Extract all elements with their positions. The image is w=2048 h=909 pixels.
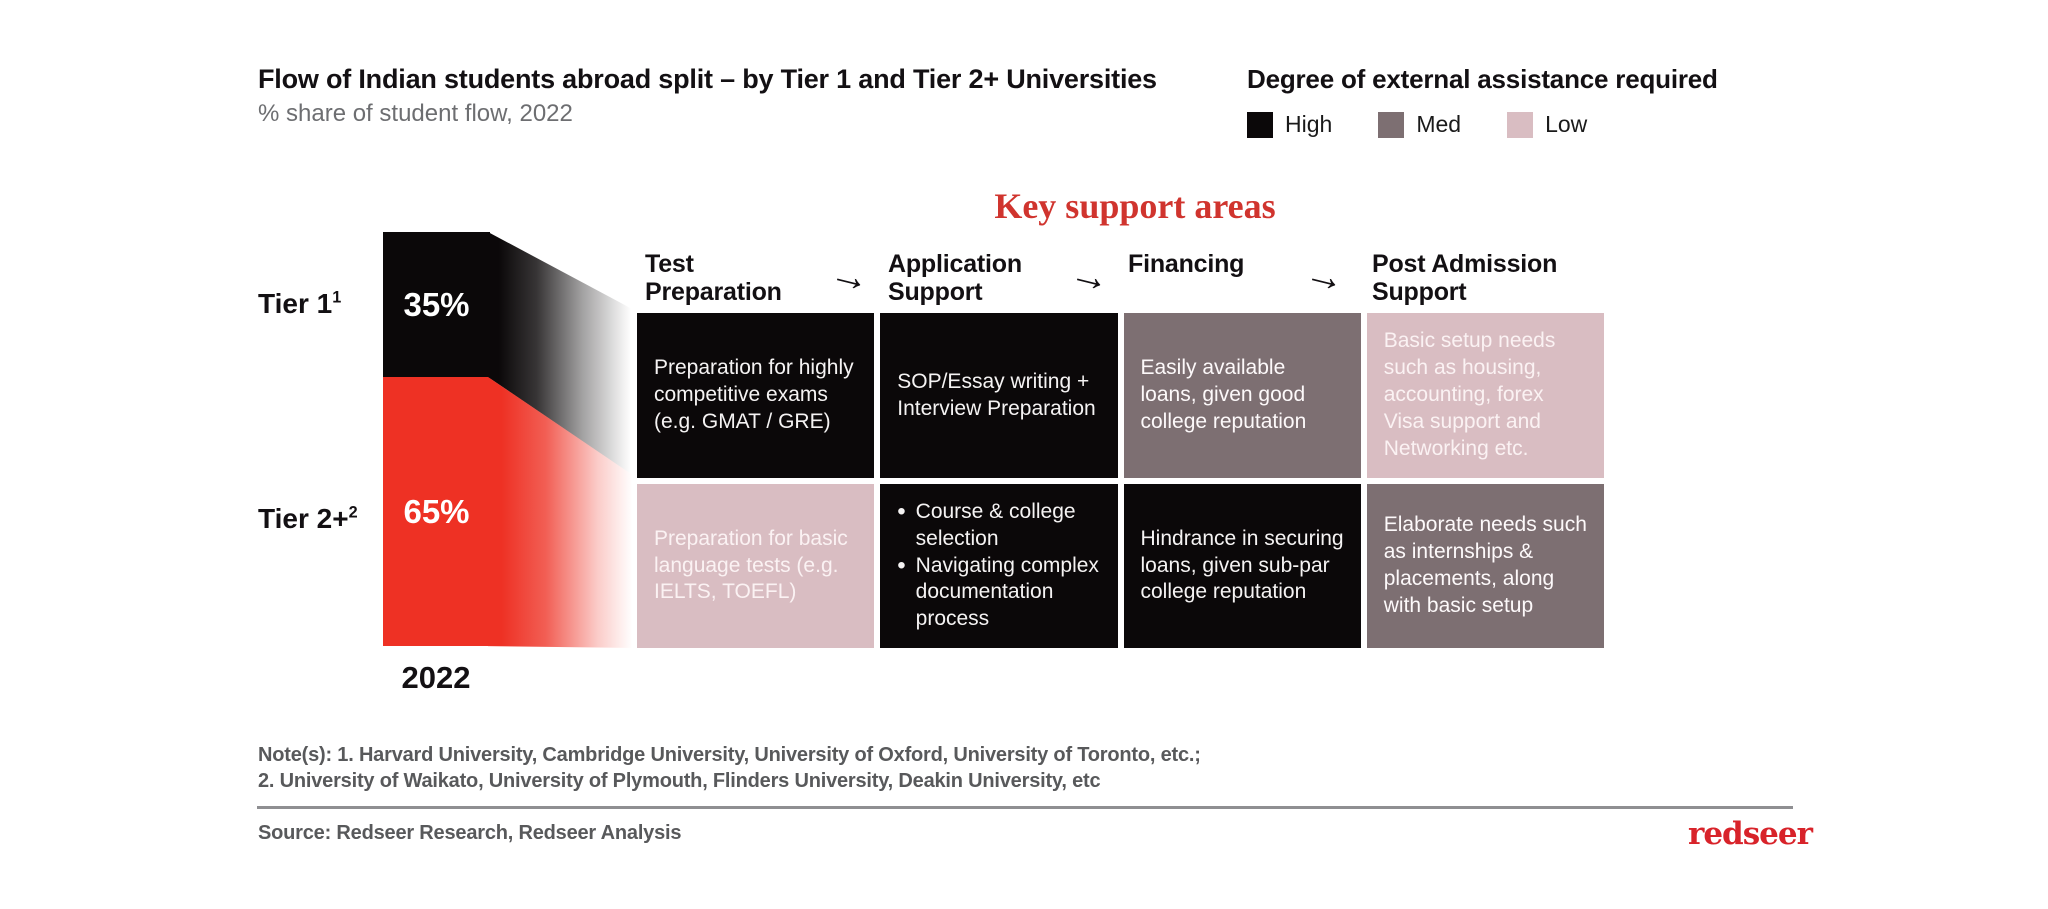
footnotes: Note(s): 1. Harvard University, Cambridg… [258, 742, 1201, 794]
source-text: Source: Redseer Research, Redseer Analys… [258, 822, 682, 844]
matrix-cell-tier1-test-preparation: Preparation for highly competitive exams… [637, 313, 875, 478]
legend-item-high: High [1247, 111, 1332, 138]
tier2-label: Tier 2+2 [258, 503, 358, 535]
legend-swatch-med [1378, 111, 1405, 138]
cell-text: Basic setup needs such as housing, accou… [1383, 329, 1556, 460]
page-subtitle: % share of student flow, 2022 [258, 100, 573, 127]
bar-segment-tier2-value: 65% [403, 492, 470, 530]
column-header-line: Application [888, 250, 1022, 278]
column-header-application-support: Application Support [888, 250, 1022, 306]
column-header-line: Preparation [645, 278, 782, 306]
tier2-label-text: Tier 2+ [258, 503, 349, 534]
flow-arrow-icon: → [825, 249, 875, 303]
legend-label-low: Low [1545, 111, 1588, 137]
matrix-cell-tier1-financing: Easily available loans, given good colle… [1123, 313, 1361, 478]
legend-item-low: Low [1507, 111, 1587, 138]
column-header-line: Support [888, 278, 983, 306]
stacked-bar-2022: 35% 65% [383, 232, 490, 646]
footer-divider [257, 806, 1793, 809]
column-header-line: Test [645, 250, 694, 278]
footnote-line-2: 2. University of Waikato, University of … [258, 770, 1101, 792]
tier1-label-text: Tier 1 [258, 288, 333, 319]
bar-segment-tier1-value: 35% [403, 285, 470, 323]
column-header-line: Financing [1128, 250, 1245, 278]
cell-text: Preparation for highly competitive exams… [654, 356, 854, 433]
redseer-logo: redseer [1688, 816, 1813, 852]
bullet-item: • Course & college selection [897, 497, 1100, 553]
column-header-line: Support [1372, 278, 1467, 306]
tier1-footnote-ref: 1 [332, 288, 342, 307]
flow-arrow-icon: → [1300, 249, 1350, 303]
bullet-item: • Navigating complex documentation proce… [897, 551, 1100, 634]
cell-text: Easily available loans, given good colle… [1140, 356, 1307, 433]
legend-title: Degree of external assistance required [1247, 64, 1718, 94]
legend: Degree of external assistance required H… [1247, 64, 1718, 138]
matrix-cell-tier2-test-preparation: Preparation for basic language tests (e.… [637, 484, 875, 648]
support-matrix: Preparation for highly competitive exams… [637, 313, 1604, 648]
bar-segment-tier1: 35% [383, 232, 490, 377]
legend-swatch-high [1247, 111, 1273, 138]
cell-text: Elaborate needs such as internships & pl… [1383, 513, 1587, 617]
column-header-line: Post Admission [1372, 250, 1558, 278]
bullet-text: Course & college selection [915, 499, 1076, 550]
legend-item-med: Med [1378, 111, 1461, 138]
bar-segment-tier2: 65% [383, 377, 490, 646]
tier1-label: Tier 11 [258, 288, 341, 320]
cell-text: Hindrance in securing loans, given sub-p… [1140, 526, 1344, 604]
bar-x-axis-label: 2022 [401, 660, 471, 695]
legend-swatch-low [1507, 111, 1534, 138]
column-header-financing: Financing [1128, 250, 1244, 278]
column-header-test-preparation: Test Preparation [645, 250, 782, 306]
column-header-post-admission-support: Post Admission Support [1372, 250, 1557, 306]
legend-label-med: Med [1416, 111, 1462, 137]
legend-items: High Med Low [1247, 111, 1718, 138]
matrix-cell-tier1-post-admission: Basic setup needs such as housing, accou… [1366, 313, 1604, 478]
matrix-column-headers: Test Preparation → Application Support →… [637, 250, 1604, 310]
bullet-text: Navigating complex documentation process [915, 553, 1099, 631]
cell-text: Preparation for basic language tests (e.… [654, 526, 848, 604]
bullet-icon: • [897, 497, 906, 525]
matrix-cell-tier2-financing: Hindrance in securing loans, given sub-p… [1123, 484, 1361, 648]
matrix-cell-tier2-post-admission: Elaborate needs such as internships & pl… [1366, 484, 1604, 648]
flow-arrow-icon: → [1065, 249, 1115, 303]
footnote-line-1: Note(s): 1. Harvard University, Cambridg… [258, 744, 1201, 766]
page-title: Flow of Indian students abroad split – b… [258, 64, 1157, 94]
matrix-cell-tier2-application-support: • Course & college selection • Navigatin… [880, 484, 1118, 648]
key-support-areas-title: Key support areas [994, 186, 1276, 226]
bullet-icon: • [897, 551, 906, 579]
tier2-footnote-ref: 2 [348, 503, 358, 522]
legend-label-high: High [1285, 111, 1333, 137]
cell-text: SOP/Essay writing + Interview Preparatio… [897, 369, 1096, 420]
matrix-cell-tier1-application-support: SOP/Essay writing + Interview Preparatio… [880, 313, 1118, 478]
